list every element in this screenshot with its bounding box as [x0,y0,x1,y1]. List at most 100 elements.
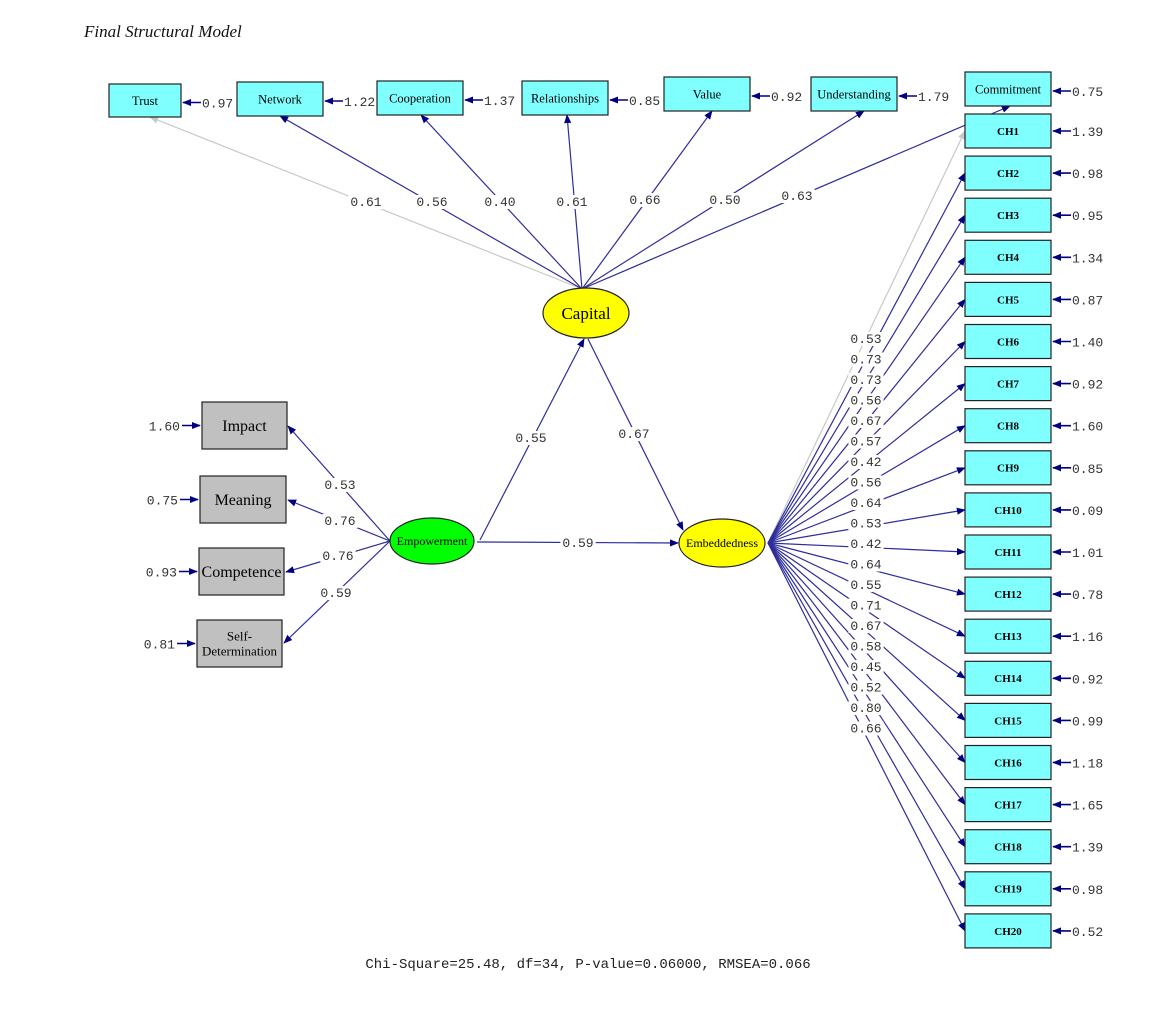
indicator-ch8-rect [964,408,1052,444]
loading-ch8: 0.56 [850,476,881,491]
latent-embeddedness-label: Embeddedness [686,536,758,550]
loading-capital-to-embeddedness: 0.67 [618,427,649,442]
loading-ch7: 0.42 [850,455,881,470]
indicator-trust: Trust [108,83,182,118]
loading-ch15: 0.67 [850,619,881,634]
loading-ch4-bg [848,393,884,408]
error-ch9-value: 0.85 [1072,462,1103,477]
error-relationships-value: 0.85 [629,94,660,109]
latent-capital-shape [542,287,630,339]
indicator-selfdetermination: Self-Determination [196,619,283,668]
latent-capital: Capital [542,287,630,339]
loading-relationships-bg [554,195,590,209]
loading-ch18: 0.52 [850,681,881,696]
latent-empowerment-shape [389,517,475,565]
loading-ch7-bg [848,455,884,469]
error-ch11-value: 1.01 [1072,546,1103,561]
indicator-ch14-label: CH14 [994,673,1022,685]
indicator-ch5-rect [964,281,1052,317]
error-ch18-value: 1.39 [1072,841,1103,856]
loading-ch13-bg [848,578,884,592]
loading-ch12-bg [848,557,884,572]
indicator-ch4-rect [964,239,1052,275]
loading-ch20: 0.66 [850,722,881,737]
indicator-ch16-label: CH16 [994,757,1022,769]
error-ch20-value: 0.52 [1072,925,1103,940]
loading-capital-to-embeddedness-bg [616,427,652,441]
latent-capital-label: Capital [561,304,610,323]
indicator-ch19-rect [964,871,1052,907]
loading-commitment-bg [779,189,815,203]
path-embeddedness-to-ch19 [767,542,966,890]
path-embeddedness-to-ch20 [767,542,966,932]
loading-ch3: 0.73 [850,373,881,388]
error-ch15-value: 0.99 [1072,714,1103,729]
error-ch10-value: 0.09 [1072,504,1103,519]
indicator-ch3-rect [964,197,1052,233]
indicator-ch17: CH17 [964,786,1052,823]
indicator-ch15: CH15 [964,702,1052,739]
indicator-ch7-label: CH7 [997,378,1020,390]
loading-ch14: 0.71 [850,599,881,614]
indicator-value-label: Value [693,87,722,101]
diagram-title: Final Structural Model [84,22,242,41]
error-ch5-value: 0.87 [1072,293,1103,308]
loading-ch20-bg [848,721,884,736]
loading-network: 0.56 [416,195,447,210]
latent-empowerment-label: Empowerment [397,534,468,548]
loading-ch10-bg [848,516,884,531]
indicator-ch6-rect [964,323,1052,360]
indicator-value: Value [663,76,751,112]
indicator-ch7: CH7 [964,366,1052,402]
loading-ch11-bg [848,537,884,551]
indicator-selfdetermination-label: Determination [202,644,278,659]
indicator-commitment-rect [964,71,1052,107]
loading-cooperation: 0.40 [484,195,515,210]
loading-ch5: 0.67 [850,414,881,429]
loading-ch8-bg [848,475,884,490]
loading-value: 0.66 [629,193,660,208]
indicator-ch4-label: CH4 [997,252,1020,264]
loading-ch4: 0.56 [850,394,881,409]
indicator-ch10-rect [964,492,1052,528]
error-network-value: 1.22 [344,95,375,110]
loading-ch17-bg [848,660,884,674]
loading-ch2-bg [848,352,884,367]
error-ch4-value: 1.34 [1072,251,1103,266]
indicator-ch16-rect [964,744,1052,781]
loading-ch16-bg [848,639,884,654]
error-ch2-value: 0.98 [1072,167,1103,182]
error-ch1-value: 1.39 [1072,125,1103,140]
indicator-ch8-label: CH8 [997,421,1020,433]
loading-ch14-bg [848,598,884,613]
indicator-ch1: CH1 [964,113,1052,149]
indicator-ch5-label: CH5 [997,294,1020,306]
indicator-relationships-rect [521,80,609,116]
loading-trust-bg [348,195,384,209]
indicator-competence-rect [198,547,285,596]
paths-layer [149,87,1071,935]
loading-network-bg [414,195,450,209]
indicator-ch9-label: CH9 [997,463,1020,475]
indicator-ch4: CH4 [964,239,1052,275]
indicator-ch3: CH3 [964,197,1052,233]
indicator-ch20-label: CH20 [994,926,1022,938]
error-ch19-value: 0.98 [1072,883,1103,898]
indicator-meaning: Meaning [199,475,287,524]
indicator-ch9-rect [964,450,1052,486]
error-ch6-value: 1.40 [1072,336,1103,351]
loading-empowerment-to-embeddedness: 0.59 [562,536,593,551]
error-commitment-value: 0.75 [1072,85,1103,100]
loading-competence: 0.76 [322,549,353,564]
indicator-ch7-rect [964,366,1052,402]
indicator-ch20-rect [964,913,1052,949]
indicator-ch14: CH14 [964,660,1052,696]
indicator-understanding: Understanding [810,76,898,112]
indicator-impact: Impact [201,401,288,450]
indicator-relationships: Relationships [521,80,609,116]
indicator-trust-rect [108,83,182,118]
loading-meaning-bg [322,514,358,528]
error-ch8-value: 1.60 [1072,420,1103,435]
indicator-ch19-label: CH19 [994,884,1022,896]
indicator-ch12-label: CH12 [994,589,1022,601]
